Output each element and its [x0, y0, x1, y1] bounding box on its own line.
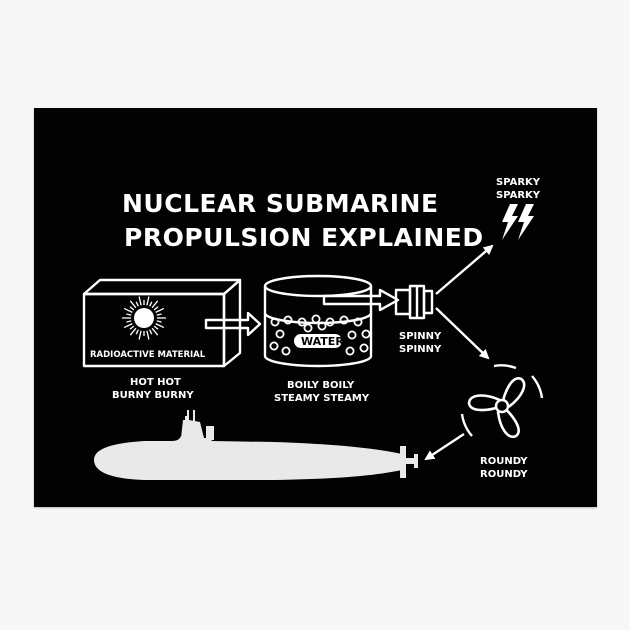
bubble [353, 317, 363, 327]
propeller-icon [460, 364, 544, 439]
propeller-blade [500, 377, 526, 408]
turbine [394, 284, 434, 320]
propeller-caption-line1: ROUNDY [480, 456, 528, 467]
arrow-to-generator [435, 244, 494, 295]
bubble [325, 317, 335, 327]
sun-ray [135, 329, 139, 335]
tank-caption-line1: BOILY BOILY [287, 380, 355, 391]
sun-ray [149, 329, 153, 335]
propeller-caption-line2: ROUNDY [480, 469, 528, 480]
turbine-caption-line1: SPINNY [399, 331, 442, 342]
sun-ray [126, 313, 132, 316]
sun-ray [151, 300, 159, 309]
generator-caption-line1: SPARKY [496, 177, 541, 188]
sun-ray [123, 307, 133, 313]
diagram-title-line1: NUCLEAR SUBMARINE [122, 189, 439, 218]
diagram-canvas: NUCLEAR SUBMARINE PROPULSION EXPLAINED R… [82, 177, 544, 480]
generator-caption-line2: SPARKY [496, 190, 541, 201]
bubble [303, 323, 313, 333]
sun-ray [153, 325, 159, 330]
reactor-box: RADIOACTIVE MATERIAL [82, 278, 242, 368]
sun-ray [156, 320, 162, 323]
sun-ray [149, 301, 153, 307]
sun-ray [129, 325, 135, 330]
steam-bubbles [269, 314, 371, 356]
reactor-box-label: RADIOACTIVE MATERIAL [90, 350, 206, 360]
reactor-caption-line1: HOT HOT [130, 377, 181, 388]
sun-ray [155, 323, 165, 329]
bubble [275, 329, 285, 339]
water-tank: WATER [263, 274, 373, 368]
arrow-to-shaft [424, 432, 465, 461]
bubble [347, 330, 357, 340]
arrow-reactor-to-tank [204, 311, 262, 337]
bubble [359, 343, 369, 353]
bubble [281, 346, 291, 356]
bubble [339, 315, 349, 325]
tapestry-artwork: NUCLEAR SUBMARINE PROPULSION EXPLAINED R… [34, 108, 597, 507]
sun-ray [155, 307, 165, 313]
sun-ray [138, 330, 142, 340]
steam-pipe [322, 288, 400, 312]
bubble [283, 315, 293, 325]
sun-ray [138, 296, 142, 306]
bubble [317, 321, 327, 331]
sun-ray [146, 330, 150, 340]
sun-ray [146, 296, 150, 306]
sun-ray [123, 323, 133, 329]
bubble [361, 329, 371, 339]
diagram-title-line2: PROPULSION EXPLAINED [124, 223, 484, 252]
sun-ray [135, 301, 139, 307]
turbine-caption-line2: SPINNY [399, 344, 442, 355]
lightning-icon [502, 204, 534, 240]
propeller-blade [496, 404, 520, 439]
sun-ray [151, 327, 159, 336]
sun-ray [129, 300, 137, 309]
bubble [311, 314, 321, 324]
tank-caption-line2: STEAMY STEAMY [274, 393, 370, 404]
submarine-icon [94, 410, 418, 480]
sun-ray [129, 306, 135, 311]
sun-ray [129, 327, 137, 336]
propeller-blade [467, 394, 504, 412]
reactor-caption-line2: BURNY BURNY [112, 390, 194, 401]
bubble [345, 346, 355, 356]
radiation-sun-icon [122, 296, 166, 340]
sun-ray [126, 320, 132, 323]
sun-ray [153, 306, 159, 311]
bubble [297, 317, 307, 327]
bubble [270, 317, 280, 327]
bubble [269, 341, 279, 351]
arrow-to-propeller [435, 307, 490, 360]
sun-ray [156, 313, 162, 316]
water-label: WATER [301, 335, 344, 348]
